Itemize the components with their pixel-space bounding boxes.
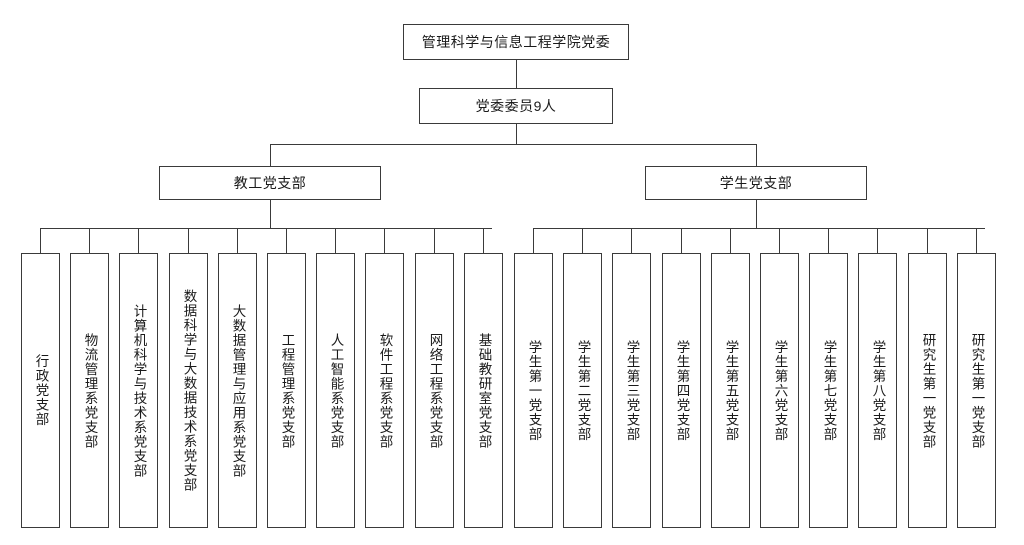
connector-student-branch-riser — [976, 228, 977, 253]
node-student-branch-9[interactable]: 研究生第一党支部 — [908, 253, 947, 528]
connector-faculty-branch-riser — [434, 228, 435, 253]
connector-faculty-branch-riser — [483, 228, 484, 253]
connector-student-bus — [533, 228, 985, 229]
connector-student-drop — [756, 200, 757, 228]
node-faculty-branch-1[interactable]: 行政党支部 — [21, 253, 60, 528]
node-label: 大数据管理与应用系党支部 — [230, 303, 246, 478]
node-label: 党委委员9人 — [475, 97, 557, 114]
node-student-branch-1[interactable]: 学生第一党支部 — [514, 253, 553, 528]
connector-student-branch-riser — [582, 228, 583, 253]
connector-t2-riser-faculty — [270, 144, 271, 166]
connector-student-branch-riser — [779, 228, 780, 253]
node-label: 学生第一党支部 — [526, 339, 542, 442]
node-label: 学生第四党支部 — [674, 339, 690, 442]
node-label: 行政党支部 — [33, 354, 49, 427]
connector-student-branch-riser — [533, 228, 534, 253]
connector-faculty-bus — [40, 228, 492, 229]
node-student-branch-10[interactable]: 研究生第一党支部 — [957, 253, 996, 528]
connector-faculty-branch-riser — [384, 228, 385, 253]
node-student-branch-2[interactable]: 学生第二党支部 — [563, 253, 602, 528]
node-label: 教工党支部 — [233, 174, 307, 191]
connector-faculty-branch-riser — [237, 228, 238, 253]
node-label: 学生第三党支部 — [624, 339, 640, 442]
node-label: 学生党支部 — [719, 174, 793, 191]
connector-student-branch-riser — [877, 228, 878, 253]
connector-student-branch-riser — [681, 228, 682, 253]
node-label: 软件工程系党支部 — [377, 332, 393, 449]
node-faculty-party-branch[interactable]: 教工党支部 — [159, 166, 381, 200]
node-faculty-branch-5[interactable]: 大数据管理与应用系党支部 — [218, 253, 257, 528]
node-label: 工程管理系党支部 — [279, 332, 295, 449]
connector-t2-riser-student — [756, 144, 757, 166]
connector-student-branch-riser — [730, 228, 731, 253]
node-student-branch-8[interactable]: 学生第八党支部 — [858, 253, 897, 528]
connector-t1-t2 — [516, 60, 517, 88]
node-label: 管理科学与信息工程学院党委 — [421, 33, 611, 50]
node-faculty-branch-10[interactable]: 基础教研室党支部 — [464, 253, 503, 528]
node-faculty-branch-8[interactable]: 软件工程系党支部 — [365, 253, 404, 528]
connector-faculty-branch-riser — [89, 228, 90, 253]
node-label: 学生第八党支部 — [870, 339, 886, 442]
node-label: 学生第七党支部 — [821, 339, 837, 442]
node-label: 物流管理系党支部 — [82, 332, 98, 449]
node-faculty-branch-3[interactable]: 计算机科学与技术系党支部 — [119, 253, 158, 528]
node-student-branch-3[interactable]: 学生第三党支部 — [612, 253, 651, 528]
node-label: 研究生第一党支部 — [920, 332, 936, 449]
node-student-branch-7[interactable]: 学生第七党支部 — [809, 253, 848, 528]
connector-faculty-branch-riser — [40, 228, 41, 253]
connector-faculty-branch-riser — [335, 228, 336, 253]
connector-t2-drop — [516, 124, 517, 144]
node-label: 人工智能系党支部 — [328, 332, 344, 449]
node-label: 网络工程系党支部 — [427, 332, 443, 449]
node-faculty-branch-9[interactable]: 网络工程系党支部 — [415, 253, 454, 528]
node-faculty-branch-7[interactable]: 人工智能系党支部 — [316, 253, 355, 528]
connector-faculty-branch-riser — [188, 228, 189, 253]
node-party-committee-members[interactable]: 党委委员9人 — [419, 88, 613, 124]
node-label: 计算机科学与技术系党支部 — [131, 303, 147, 478]
connector-faculty-branch-riser — [286, 228, 287, 253]
node-college-party-committee[interactable]: 管理科学与信息工程学院党委 — [403, 24, 629, 60]
connector-faculty-drop — [270, 200, 271, 228]
node-student-branch-4[interactable]: 学生第四党支部 — [662, 253, 701, 528]
node-student-party-branch[interactable]: 学生党支部 — [645, 166, 867, 200]
node-student-branch-6[interactable]: 学生第六党支部 — [760, 253, 799, 528]
node-label: 学生第五党支部 — [723, 339, 739, 442]
node-faculty-branch-4[interactable]: 数据科学与大数据技术系党支部 — [169, 253, 208, 528]
node-student-branch-5[interactable]: 学生第五党支部 — [711, 253, 750, 528]
connector-student-branch-riser — [927, 228, 928, 253]
connector-student-branch-riser — [631, 228, 632, 253]
node-label: 学生第二党支部 — [575, 339, 591, 442]
node-label: 学生第六党支部 — [772, 339, 788, 442]
connector-faculty-branch-riser — [138, 228, 139, 253]
connector-t2-bus — [270, 144, 757, 145]
node-faculty-branch-2[interactable]: 物流管理系党支部 — [70, 253, 109, 528]
node-label: 基础教研室党支部 — [476, 332, 492, 449]
node-label: 数据科学与大数据技术系党支部 — [181, 289, 197, 492]
connector-student-branch-riser — [828, 228, 829, 253]
node-faculty-branch-6[interactable]: 工程管理系党支部 — [267, 253, 306, 528]
node-label: 研究生第一党支部 — [969, 332, 985, 449]
